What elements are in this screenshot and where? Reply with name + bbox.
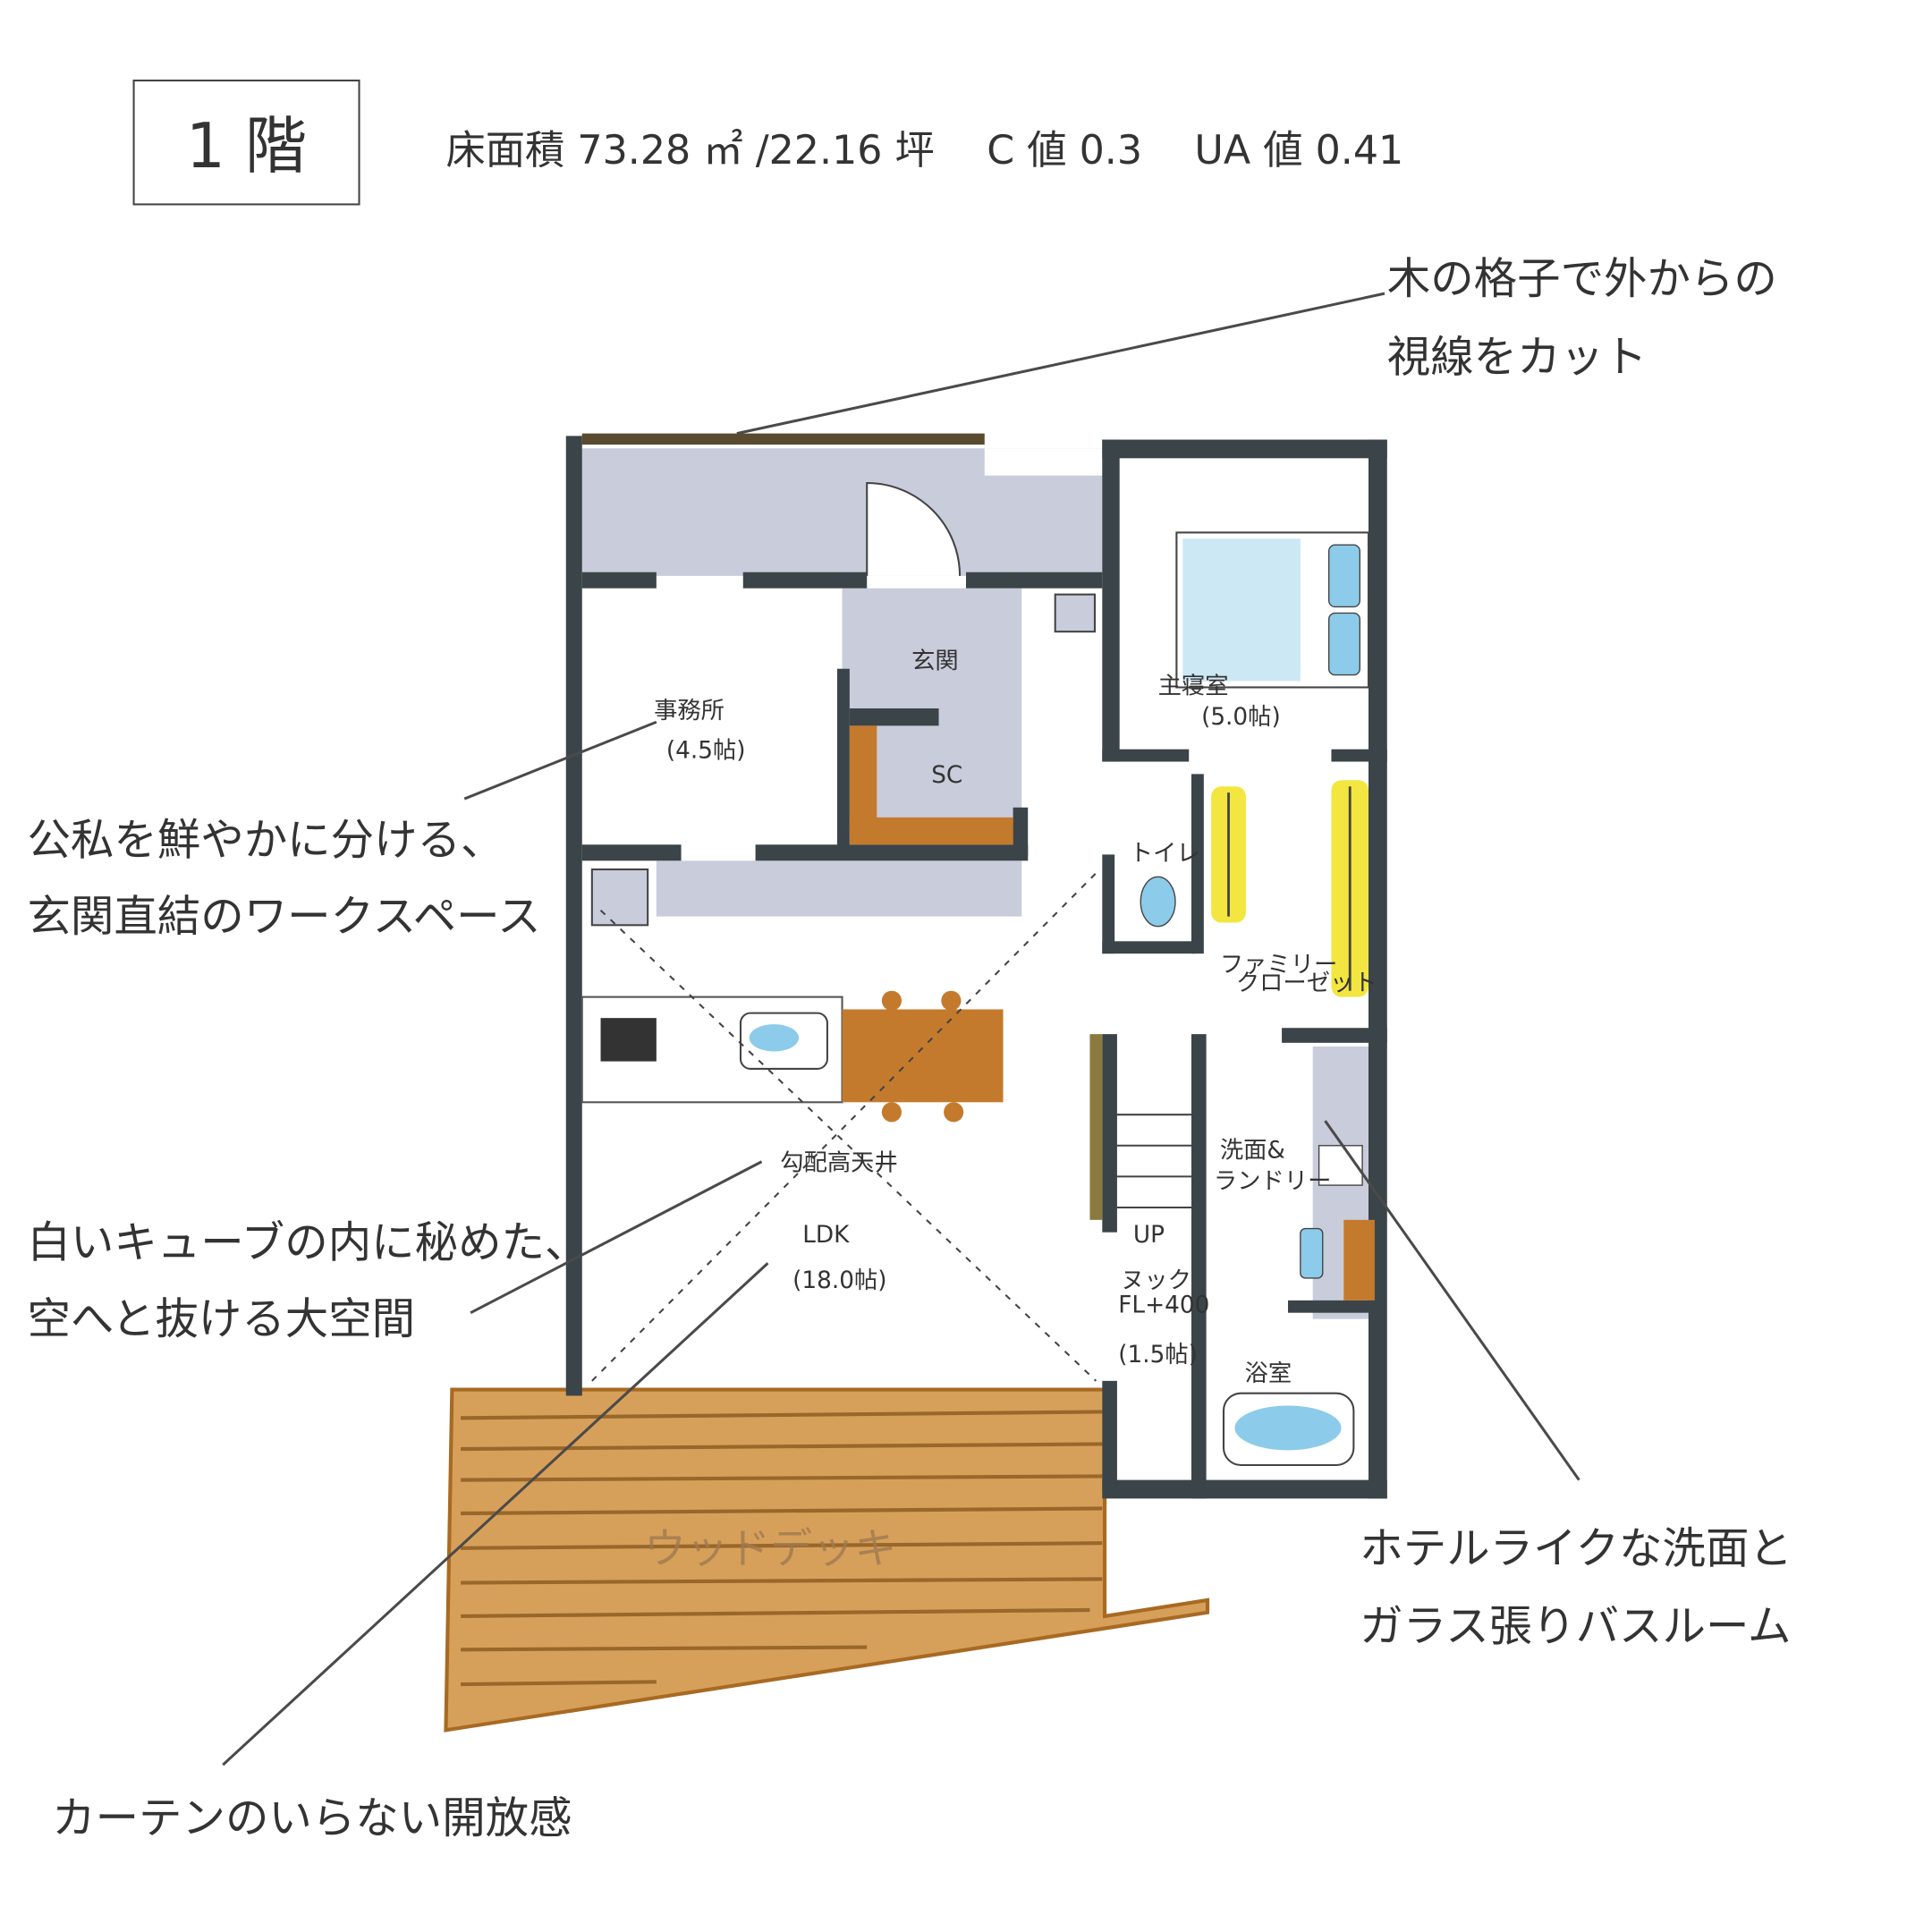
floor-specs: 床面積 73.28 ㎡ /22.16 坪 C 値 0.3 UA 値 0.41 <box>445 128 1403 174</box>
annotation-bath-1: ホテルライクな洗面と <box>1360 1523 1792 1573</box>
ldk-size: (18.0帖) <box>792 1267 886 1294</box>
header: 1 階 床面積 73.28 ㎡ /22.16 坪 C 値 0.3 UA 値 0.… <box>132 79 1403 206</box>
annotation-workspace-2: 玄関直結のワークスペース <box>27 892 540 942</box>
annotation-lattice-2: 視線をカット <box>1387 332 1648 382</box>
ceiling-label: 勾配高天井 <box>780 1149 897 1176</box>
floor-label: 1 階 <box>186 111 307 182</box>
stairs-up-label: UP <box>1133 1222 1165 1249</box>
shoe-closet-label: SC <box>931 762 962 789</box>
bathroom-label: 浴室 <box>1245 1360 1292 1387</box>
closet-label-2: クローゼット <box>1236 970 1377 997</box>
annotation-lattice-1: 木の格子で外からの <box>1387 254 1777 304</box>
nook-level: FL+400 <box>1118 1292 1209 1319</box>
dining-table <box>842 1009 1004 1103</box>
annotation-cube-2: 空へと抜ける大空間 <box>27 1294 415 1344</box>
annotation-curtain: カーテンのいらない開放感 <box>52 1793 572 1843</box>
entrance-label: 玄関 <box>911 648 959 675</box>
room-labels: 事務所 (4.5帖) 玄関 SC 主寝室 (5.0帖) トイレ ファミリー クロ… <box>654 648 1377 1387</box>
toilet-label: トイレ <box>1130 840 1200 867</box>
toilet-icon <box>1140 876 1176 928</box>
wood-lattice <box>581 433 1103 1220</box>
office-label: 事務所 <box>654 698 724 724</box>
vaulted-ceiling-lines <box>591 872 1097 1382</box>
office-size: (4.5帖) <box>666 737 746 764</box>
annotation-cube-1: 白いキューブの内に秘めた、 <box>27 1217 588 1267</box>
deck-label: ウッドデッキ <box>644 1524 896 1573</box>
nook-size: (1.5帖) <box>1118 1342 1198 1368</box>
wood-deck: ウッドデッキ <box>444 1387 1210 1733</box>
washroom-label: 洗面& <box>1220 1138 1285 1165</box>
ldk-label: LDK <box>802 1222 850 1249</box>
bed-icon <box>1175 531 1370 689</box>
stairs <box>1116 1114 1191 1209</box>
leader-lines <box>222 292 1580 1767</box>
bedroom-size: (5.0帖) <box>1201 704 1281 731</box>
nook-label: ヌック <box>1121 1267 1191 1294</box>
bedroom-label: 主寝室 <box>1158 673 1229 699</box>
washroom-label-2: ランドリー <box>1214 1168 1331 1195</box>
floor-label-box <box>132 79 360 206</box>
stove-icon <box>600 1018 657 1062</box>
annotation-bath-2: ガラス張りバスルーム <box>1360 1602 1791 1652</box>
annotation-workspace-1: 公私を鮮やかに分ける、 <box>27 815 504 865</box>
annotations: 木の格子で外からの 視線をカット 公私を鮮やかに分ける、 玄関直結のワークスペー… <box>27 254 1792 1843</box>
kitchen <box>580 868 1004 1123</box>
walls <box>565 436 1387 1499</box>
closet-label: ファミリー <box>1220 952 1337 979</box>
